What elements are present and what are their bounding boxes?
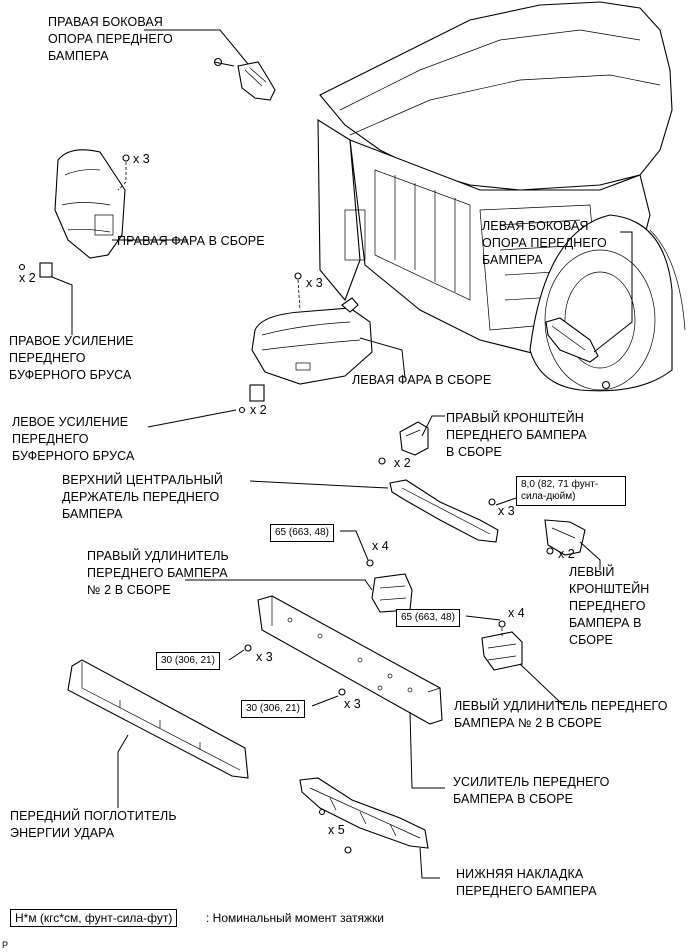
right-headlamp-part: [54, 149, 188, 259]
right-side-support-part: [144, 29, 276, 101]
qty-left-bracket-bolts: x 2: [558, 547, 575, 561]
qty-right-ext-bolts: x 4: [372, 539, 389, 553]
corner-mark: P: [2, 940, 9, 950]
left-side-support-part: [545, 231, 633, 390]
label-left-side-support: ЛЕВАЯ БОКОВАЯ ОПОРА ПЕРЕДНЕГО БАМПЕРА: [482, 219, 607, 267]
label-right-headlamp: ПРАВАЯ ФАРА В СБОРЕ: [117, 234, 265, 248]
upper-center-retainer-part: [249, 479, 517, 543]
torque-right-extension: 65 (663, 48): [270, 524, 334, 542]
right-extension-part: [185, 530, 413, 613]
label-left-bracket: ЛЕВЫЙ КРОНШТЕЙН ПЕРЕДНЕГО БАМПЕРА В СБОР…: [569, 565, 650, 647]
legend-description: : Номинальный момент затяжки: [206, 911, 384, 925]
right-bracket-part: [378, 415, 445, 465]
torque-left-extension: 65 (663, 48): [396, 609, 460, 627]
label-lower-cover: НИЖНЯЯ НАКЛАДКА ПЕРЕДНЕГО БАМПЕРА: [456, 867, 597, 898]
lower-cover-part: [299, 777, 440, 879]
label-left-reinforcement: ЛЕВОЕ УСИЛЕНИЕ ПЕРЕДНЕГО БУФЕРНОГО БРУСА: [12, 415, 135, 463]
label-right-reinforcement: ПРАВОЕ УСИЛЕНИЕ ПЕРЕДНЕГО БУФЕРНОГО БРУС…: [9, 334, 134, 382]
left-headlamp-part: [251, 272, 406, 385]
label-right-side-support: ПРАВАЯ БОКОВАЯ ОПОРА ПЕРЕДНЕГО БАМПЕРА: [48, 15, 173, 63]
qty-right-bracket-bolts: x 2: [394, 456, 411, 470]
qty-nuts-upper: x 3: [256, 650, 273, 664]
label-upper-center-retainer: ВЕРХНИЙ ЦЕНТРАЛЬНЫЙ ДЕРЖАТЕЛЬ ПЕРЕДНЕГО …: [62, 473, 224, 521]
label-left-headlamp: ЛЕВАЯ ФАРА В СБОРЕ: [352, 373, 492, 387]
right-reinforcement-part: [18, 262, 73, 335]
qty-right-reinf-clips: x 2: [19, 271, 36, 285]
qty-left-reinf-clips: x 2: [250, 403, 267, 417]
bumper-reinforcement-part: [228, 595, 445, 789]
left-bracket-part: [544, 519, 601, 570]
qty-left-ext-bolts: x 4: [508, 606, 525, 620]
torque-nuts-upper: 30 (306, 21): [156, 652, 220, 670]
energy-absorber-part: [67, 659, 249, 808]
label-bumper-reinforcement: УСИЛИТЕЛЬ ПЕРЕДНЕГО БАМПЕРА В СБОРЕ: [453, 775, 610, 806]
torque-nuts-lower: 30 (306, 21): [241, 700, 305, 718]
left-reinforcement-part: [147, 384, 265, 428]
qty-center-retainer-bolts: x 3: [498, 504, 515, 518]
qty-right-headlamp-bolts: x 3: [133, 152, 150, 166]
vehicle-front-body: [317, 1, 686, 392]
label-right-bracket: ПРАВЫЙ КРОНШТЕЙН ПЕРЕДНЕГО БАМПЕРА В СБО…: [446, 411, 587, 459]
torque-center-retainer: 8,0 (82, 71 фунт- сила-дюйм): [516, 476, 626, 506]
left-extension-part: [465, 615, 564, 705]
label-energy-absorber: ПЕРЕДНИЙ ПОГЛОТИТЕЛЬ ЭНЕРГИИ УДАРА: [10, 809, 177, 840]
qty-nuts-lower: x 3: [344, 697, 361, 711]
label-left-extension: ЛЕВЫЙ УДЛИНИТЕЛЬ ПЕРЕДНЕГО БАМПЕРА № 2 В…: [454, 699, 668, 730]
legend-unit-box: Н*м (кгс*см, фунт-сила-фут): [10, 909, 178, 927]
qty-left-headlamp-bolts: x 3: [306, 276, 323, 290]
qty-lower-cover-clips: x 5: [328, 823, 345, 837]
label-right-extension: ПРАВЫЙ УДЛИНИТЕЛЬ ПЕРЕДНЕГО БАМПЕРА № 2 …: [87, 549, 229, 597]
